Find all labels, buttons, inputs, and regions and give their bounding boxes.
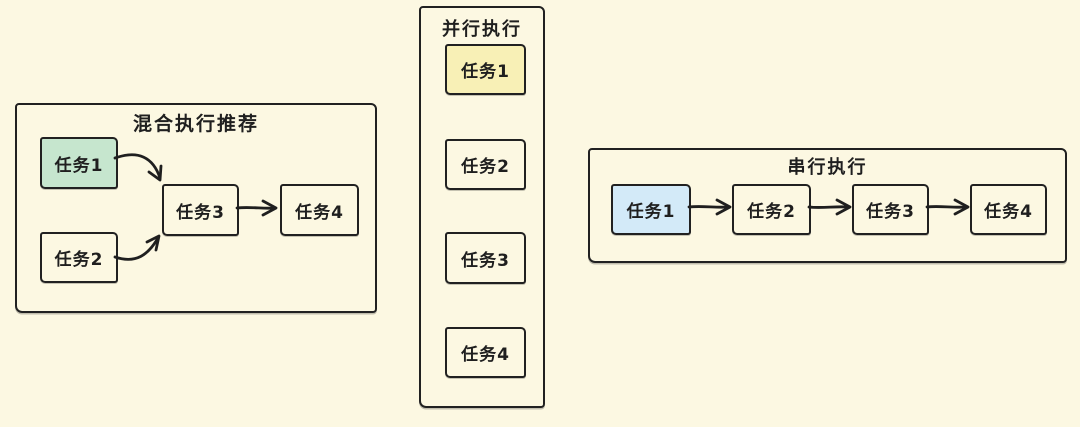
task-label: 任务4 [984,202,1033,222]
mixed-group-title: 混合执行推荐 [132,113,259,135]
arrow-task2-to-task3 [807,198,852,216]
parallel-execution-group: 并行执行 任务1 任务2 任务3 任务4 [419,6,545,408]
task-label: 任务2 [461,157,510,177]
task-label: 任务4 [295,202,344,223]
task-label: 任务2 [54,250,104,270]
arrow-task1-to-task3 [113,153,163,182]
task-label: 任务4 [461,345,510,365]
task-label: 任务3 [866,202,915,222]
parallel-task-1: 任务1 [445,44,526,95]
task-label: 任务3 [461,250,510,271]
mixed-execution-group: 混合执行推荐 任务1 任务2 任务3 任务4 [15,103,377,313]
task-label: 任务2 [747,202,796,222]
serial-execution-group: 串行执行 任务1 任务2 任务3 任务4 [588,148,1067,263]
parallel-task-4: 任务4 [445,327,526,378]
serial-task-4: 任务4 [970,184,1047,235]
mixed-task-3: 任务3 [162,184,239,236]
parallel-task-2: 任务2 [445,139,526,190]
task-label: 任务3 [176,202,225,223]
arrow-task3-to-task4 [235,199,278,217]
serial-group-title: 串行执行 [787,157,868,178]
arrow-task3-to-task4 [925,198,970,216]
task-label: 任务1 [54,155,104,176]
mixed-task-2: 任务2 [40,232,118,283]
serial-task-2: 任务2 [732,184,811,235]
task-label: 任务1 [461,62,510,82]
task-label: 任务1 [626,202,676,222]
serial-task-3: 任务3 [852,184,929,235]
arrow-task1-to-task2 [687,198,732,216]
serial-task-1: 任务1 [611,184,691,235]
mixed-task-1: 任务1 [40,137,118,189]
mixed-task-4: 任务4 [280,184,359,236]
parallel-task-3: 任务3 [445,232,526,284]
arrow-task2-to-task3 [113,234,161,261]
parallel-group-title: 并行执行 [442,19,522,40]
